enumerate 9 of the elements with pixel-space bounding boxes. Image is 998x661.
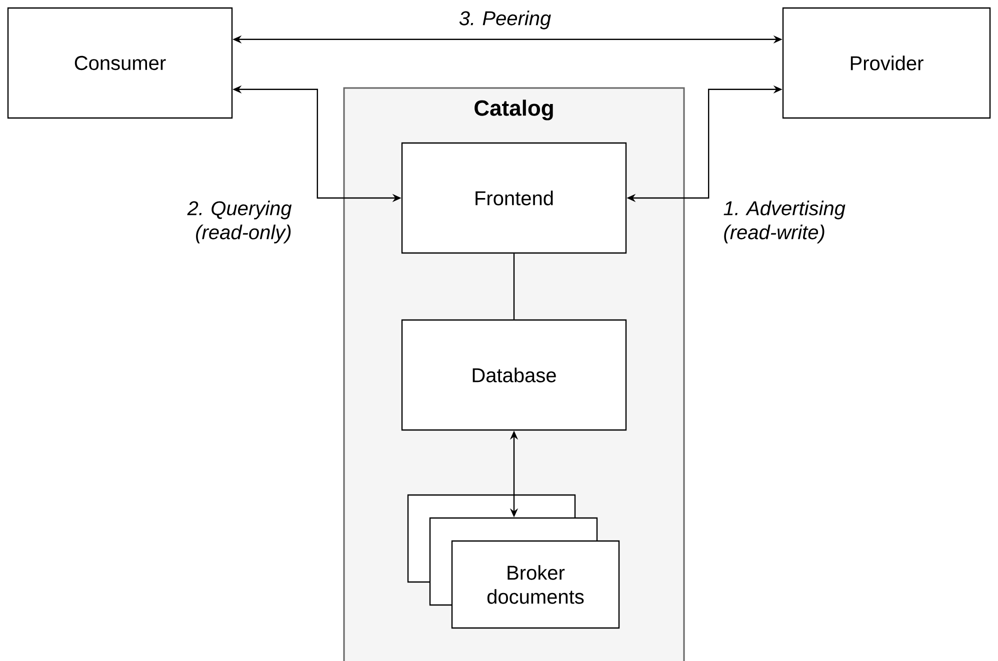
entity-box: Consumer bbox=[7, 7, 233, 119]
entity-box: Provider bbox=[782, 7, 991, 119]
component-box: Database bbox=[401, 319, 627, 431]
edge-label: 1. Advertising (read-write) bbox=[724, 200, 846, 244]
component-box: Frontend bbox=[401, 142, 627, 254]
node-label: documents bbox=[487, 589, 584, 604]
document-stack: Broker documents bbox=[407, 494, 620, 629]
edge-label: 3. Peering bbox=[459, 10, 551, 30]
edge-label: 2. Querying (read-only) bbox=[187, 200, 292, 244]
